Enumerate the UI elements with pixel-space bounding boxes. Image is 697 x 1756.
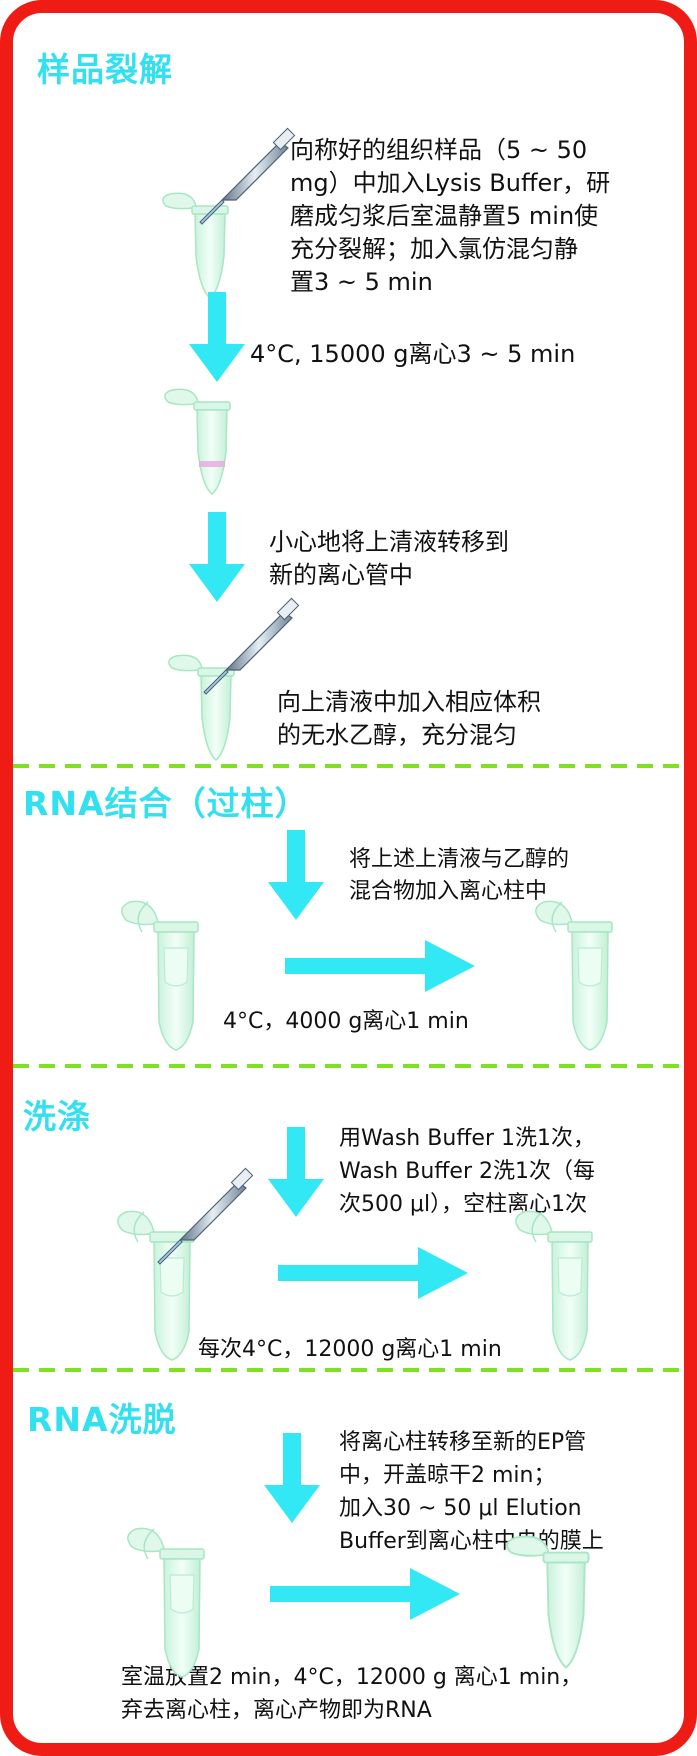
down-arrow-icon bbox=[268, 830, 324, 920]
text-line: 4°C, 15000 g离心3 ~ 5 min bbox=[250, 340, 576, 368]
step-text-binding-centrifuge: 4°C，4000 g离心1 min bbox=[223, 1005, 469, 1038]
text-line: 置3 ~ 5 min bbox=[290, 268, 433, 296]
text-line: 新的离心管中 bbox=[269, 561, 413, 589]
spin-column-icon bbox=[535, 900, 613, 1051]
spin-column-icon bbox=[117, 1210, 195, 1361]
microcentrifuge-tube-icon bbox=[164, 388, 231, 495]
text-line: 向称好的组织样品（5 ~ 50 bbox=[290, 136, 588, 164]
text-line: 磨成匀浆后室温静置5 min使 bbox=[290, 202, 599, 230]
pipette-icon bbox=[157, 1167, 254, 1265]
text-line: 小心地将上清液转移到 bbox=[269, 528, 509, 556]
text-line: Wash Buffer 2洗1次（每 bbox=[339, 1159, 595, 1184]
step-text-add-ethanol: 向上清液中加入相应体积 的无水乙醇，充分混匀 bbox=[277, 686, 541, 752]
section-title-binding: RNA结合（过柱） bbox=[23, 784, 309, 823]
step-text-transfer-supernatant: 小心地将上清液转移到 新的离心管中 bbox=[269, 526, 509, 592]
text-line: 加入30 ~ 50 μl Elution bbox=[339, 1496, 582, 1521]
text-line: 室温放置2 min，4°C，12000 g 离心1 min， bbox=[121, 1665, 583, 1690]
section-title-lysis: 样品裂解 bbox=[37, 50, 173, 89]
step-text-elution-centrifuge: 室温放置2 min，4°C，12000 g 离心1 min， 弃去离心柱，离心产… bbox=[121, 1661, 582, 1727]
right-arrow-icon bbox=[285, 940, 475, 992]
right-arrow-icon bbox=[278, 1247, 468, 1299]
right-arrow-icon bbox=[270, 1568, 460, 1620]
step-text-lysis-add-buffer: 向称好的组织样品（5 ~ 50 mg）中加入Lysis Buffer，研 磨成匀… bbox=[290, 134, 610, 299]
step-text-lysis-centrifuge: 4°C, 15000 g离心3 ~ 5 min bbox=[250, 338, 575, 371]
microcentrifuge-tube-icon bbox=[168, 654, 235, 761]
microcentrifuge-tube-icon bbox=[506, 1535, 590, 1669]
text-line: 4°C，4000 g离心1 min bbox=[223, 1009, 469, 1034]
down-arrow-icon bbox=[189, 292, 245, 382]
section-title-wash: 洗涤 bbox=[23, 1097, 91, 1136]
spin-column-icon bbox=[127, 1527, 205, 1678]
text-line: 充分裂解；加入氯仿混匀静 bbox=[290, 235, 578, 263]
section-title-elution: RNA洗脱 bbox=[27, 1400, 177, 1439]
text-line: 将上述上清液与乙醇的 bbox=[349, 847, 570, 872]
step-text-wash-buffers: 用Wash Buffer 1洗1次， Wash Buffer 2洗1次（每 次5… bbox=[339, 1122, 595, 1221]
text-line: mg）中加入Lysis Buffer，研 bbox=[290, 169, 611, 197]
microcentrifuge-tube-icon bbox=[162, 192, 229, 299]
pipette-icon bbox=[203, 597, 300, 695]
text-line: Buffer到离心柱中央的膜上 bbox=[339, 1529, 604, 1554]
sample-layer bbox=[199, 461, 225, 467]
text-line: 混合物加入离心柱中 bbox=[349, 879, 548, 904]
step-text-elution-transfer: 将离心柱转移至新的EP管 中，开盖晾干2 min； 加入30 ~ 50 μl E… bbox=[339, 1426, 604, 1558]
text-line: 中，开盖晾干2 min； bbox=[339, 1463, 556, 1488]
text-line: 每次4°C，12000 g离心1 min bbox=[198, 1337, 502, 1362]
text-line: 次500 μl），空柱离心1次 bbox=[339, 1192, 588, 1217]
text-line: 将离心柱转移至新的EP管 bbox=[339, 1430, 587, 1455]
spin-column-icon bbox=[121, 900, 199, 1051]
down-arrow-icon bbox=[264, 1433, 320, 1523]
down-arrow-icon bbox=[189, 512, 245, 602]
text-line: 弃去离心柱，离心产物即为RNA bbox=[121, 1698, 432, 1723]
pipette-icon bbox=[199, 127, 296, 225]
text-line: 向上清液中加入相应体积 bbox=[277, 688, 541, 716]
step-text-wash-centrifuge: 每次4°C，12000 g离心1 min bbox=[198, 1333, 502, 1366]
step-text-load-column: 将上述上清液与乙醇的 混合物加入离心柱中 bbox=[349, 844, 569, 908]
down-arrow-icon bbox=[268, 1127, 324, 1217]
text-line: 用Wash Buffer 1洗1次， bbox=[339, 1126, 595, 1151]
spin-column-icon bbox=[515, 1210, 593, 1361]
text-line: 的无水乙醇，充分混匀 bbox=[277, 721, 517, 749]
